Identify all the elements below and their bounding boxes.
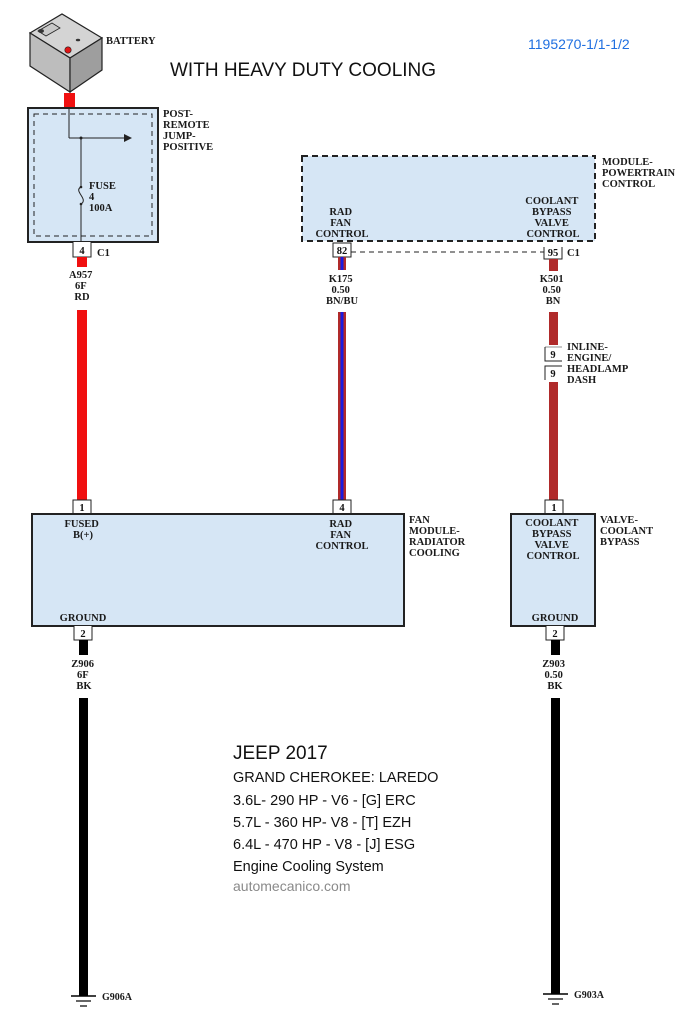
post-remote-label: POST- REMOTE JUMP- POSITIVE bbox=[163, 109, 213, 153]
connector-pin-4-c1: 4 bbox=[72, 242, 92, 258]
wire-z903-label: Z903 0.50 BK bbox=[542, 659, 567, 692]
pcm-rad-fan-control-label: RAD FAN CONTROL bbox=[315, 207, 368, 240]
svg-text:2: 2 bbox=[552, 629, 557, 640]
fuse-label: FUSE 4 100A bbox=[89, 181, 118, 214]
connector-pin-1-valve: 1 bbox=[544, 499, 564, 514]
svg-text:2: 2 bbox=[80, 629, 85, 640]
wire-k501-stub bbox=[549, 259, 558, 271]
pcm-connector-c1-label: C1 bbox=[567, 248, 580, 259]
inline-connector-pin-9-top: 9 bbox=[544, 346, 562, 362]
wire-k175-stub bbox=[338, 257, 346, 270]
pcm-label: MODULE- POWERTRAIN CONTROL bbox=[602, 157, 678, 190]
ground-symbol-g906a bbox=[71, 995, 96, 1007]
info-website: automecanico.com bbox=[233, 878, 351, 894]
inline-connector-label: INLINE- ENGINE/ HEADLAMP DASH bbox=[567, 342, 630, 386]
wire-z906-label: Z906 6F BK bbox=[71, 659, 96, 692]
valve-coolant-bypass bbox=[510, 513, 596, 627]
valve-label: VALVE- COOLANT BYPASS bbox=[600, 515, 656, 548]
svg-text:1: 1 bbox=[79, 503, 84, 514]
connector-pin-1-fan: 1 bbox=[72, 499, 92, 514]
svg-text:4: 4 bbox=[79, 246, 85, 257]
info-make-year: JEEP 2017 bbox=[233, 743, 328, 764]
connector-pin-82: 82 bbox=[332, 242, 352, 258]
connector-pin-2-valve: 2 bbox=[545, 626, 565, 641]
wire-z906 bbox=[79, 698, 88, 996]
powertrain-control-module bbox=[301, 155, 596, 242]
inline-connector-pin-9-bottom: 9 bbox=[544, 365, 562, 380]
info-system: Engine Cooling System bbox=[233, 859, 384, 875]
fan-module-radiator-cooling bbox=[31, 513, 405, 627]
battery-label: BATTERY bbox=[106, 36, 156, 47]
battery-icon bbox=[28, 13, 104, 94]
post-remote-jump-positive-block bbox=[27, 107, 159, 258]
valve-inner-label: COOLANT BYPASS VALVE CONTROL bbox=[525, 518, 581, 562]
document-id: 1195270-1/1-1/2 bbox=[528, 36, 630, 52]
ground-g903a-label: G903A bbox=[574, 990, 605, 1001]
pcm-coolant-bypass-label: COOLANT BYPASS VALVE CONTROL bbox=[525, 196, 581, 240]
arrow-icon bbox=[124, 134, 132, 142]
info-engine-2: 5.7L - 360 HP- V8 - [T] EZH bbox=[233, 815, 411, 831]
connector-c1-label: C1 bbox=[97, 248, 110, 259]
connector-pin-95: 95 bbox=[543, 247, 563, 260]
wire-k501-lower bbox=[549, 382, 558, 500]
wire-a957 bbox=[77, 310, 87, 500]
ground-g906a-label: G906A bbox=[102, 992, 133, 1003]
svg-text:82: 82 bbox=[337, 246, 348, 257]
valve-ground-label: GROUND bbox=[532, 613, 579, 624]
fuse-icon bbox=[78, 186, 84, 205]
info-engine-3: 6.4L - 470 HP - V8 - [J] ESG bbox=[233, 837, 415, 853]
connector-pin-4-fan: 4 bbox=[332, 499, 352, 514]
svg-text:9: 9 bbox=[550, 369, 555, 380]
wire-z906-stub bbox=[79, 640, 88, 655]
wire-k175-label: K175 0.50 BN/BU bbox=[326, 274, 359, 307]
connector-pin-2-fan: 2 bbox=[73, 626, 93, 641]
wire-z903 bbox=[551, 698, 560, 994]
svg-text:1: 1 bbox=[551, 503, 556, 514]
svg-text:95: 95 bbox=[548, 248, 559, 259]
diagram-title: WITH HEAVY DUTY COOLING bbox=[170, 60, 436, 81]
ground-symbol-g903a bbox=[543, 993, 568, 1005]
wire-k175 bbox=[338, 312, 346, 500]
info-engine-1: 3.6L- 290 HP - V6 - [G] ERC bbox=[233, 793, 416, 809]
svg-text:9: 9 bbox=[550, 350, 555, 361]
svg-text:4: 4 bbox=[339, 503, 345, 514]
wire-k501-upper bbox=[549, 312, 558, 345]
wire-z903-stub bbox=[551, 640, 560, 655]
info-model: GRAND CHEROKEE: LAREDO bbox=[233, 770, 438, 786]
wire-stub bbox=[77, 257, 87, 267]
wire-a957-label: A957 6F RD bbox=[69, 270, 95, 303]
battery-cable bbox=[64, 93, 75, 108]
fan-ground-label: GROUND bbox=[60, 613, 107, 624]
fan-module-label: FAN MODULE- RADIATOR COOLING bbox=[409, 515, 468, 559]
wire-k501-label: K501 0.50 BN bbox=[540, 274, 567, 307]
fan-rad-fan-control-label: RAD FAN CONTROL bbox=[315, 519, 368, 552]
fused-b-plus-label: FUSED B(+) bbox=[64, 519, 101, 541]
